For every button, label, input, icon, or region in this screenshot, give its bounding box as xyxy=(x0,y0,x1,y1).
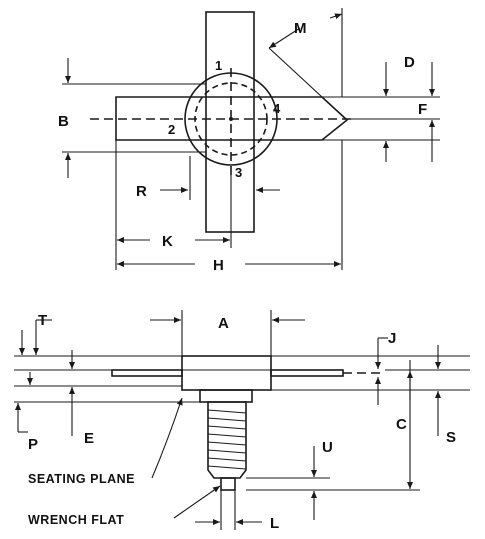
m-leader xyxy=(268,27,301,49)
pin-1-label: 1 xyxy=(215,58,222,73)
wrench-flat-caption: WRENCH FLAT xyxy=(28,513,124,527)
label-p: P xyxy=(28,436,38,453)
label-h: H xyxy=(213,257,224,274)
lead-right xyxy=(270,369,344,377)
label-k: K xyxy=(162,233,173,250)
lead-vertical xyxy=(205,11,255,233)
stud-neck xyxy=(199,389,253,403)
label-b: B xyxy=(58,113,69,130)
side-view: T A J C S P E U L SEATING PLANE WRENCH F… xyxy=(14,310,470,532)
label-r: R xyxy=(136,183,147,200)
seating-plane-leader xyxy=(151,397,183,479)
label-j: J xyxy=(388,330,396,347)
label-e: E xyxy=(84,430,94,447)
pin-2-label: 2 xyxy=(168,122,175,137)
top-view: M D B F R K H 1 2 3 4 xyxy=(58,8,440,274)
wrench-flat-tip xyxy=(220,477,236,491)
label-f: F xyxy=(418,101,427,118)
wrench-flat-leader xyxy=(173,485,221,519)
center-mark xyxy=(229,117,233,121)
pin-3-label: 3 xyxy=(235,165,242,180)
lead-horizontal xyxy=(115,96,349,141)
lead-left xyxy=(111,369,183,377)
label-l: L xyxy=(270,515,279,532)
label-c: C xyxy=(396,416,407,433)
m-arrow-right xyxy=(329,13,343,20)
seating-plane-caption: SEATING PLANE xyxy=(28,472,135,486)
m-guide-line xyxy=(268,47,323,98)
label-d: D xyxy=(404,54,415,71)
pin-4-label: 4 xyxy=(273,101,281,116)
label-a: A xyxy=(218,315,229,332)
label-s: S xyxy=(446,429,456,446)
label-t: T xyxy=(38,312,47,329)
flange-body xyxy=(181,355,272,391)
label-m: M xyxy=(294,20,307,37)
stud-thread-lines xyxy=(207,409,247,470)
stud-thread xyxy=(207,401,247,479)
label-u: U xyxy=(322,439,333,456)
